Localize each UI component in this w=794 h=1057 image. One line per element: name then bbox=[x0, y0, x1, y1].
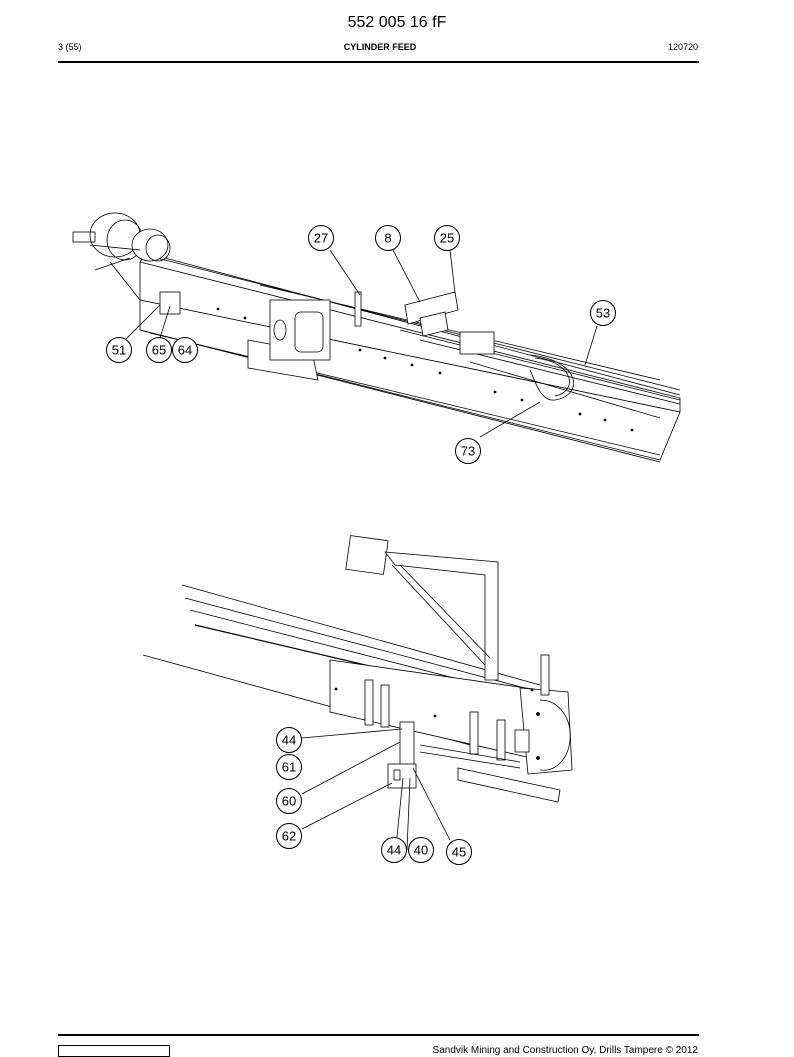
leader-lines-top bbox=[124, 249, 598, 438]
callout-53: 53 bbox=[590, 300, 616, 326]
callout-60: 60 bbox=[276, 788, 302, 814]
callout-25: 25 bbox=[434, 225, 460, 251]
page-number: 3 (55) bbox=[58, 42, 82, 52]
callout-73: 73 bbox=[455, 438, 481, 464]
callout-label: 8 bbox=[384, 231, 391, 246]
footer-rule bbox=[58, 1034, 699, 1036]
callout-label: 73 bbox=[461, 444, 475, 459]
header-rule bbox=[58, 61, 699, 63]
callout-label: 65 bbox=[152, 343, 166, 358]
leader-lines-bottom bbox=[301, 728, 451, 851]
feed-beam-drawing-top bbox=[72, 212, 681, 463]
callout-44-lower: 44 bbox=[381, 837, 407, 863]
callout-label: 64 bbox=[178, 343, 192, 358]
page-title: CYLINDER FEED bbox=[343, 42, 417, 52]
callout-45: 45 bbox=[446, 839, 472, 865]
callout-label: 53 bbox=[596, 306, 610, 321]
callout-40: 40 bbox=[408, 837, 434, 863]
callout-62: 62 bbox=[276, 823, 302, 849]
callout-64: 64 bbox=[172, 337, 198, 363]
callout-61: 61 bbox=[276, 754, 302, 780]
document-number: 552 005 16 fF bbox=[347, 14, 447, 31]
callout-44-upper: 44 bbox=[276, 727, 302, 753]
callout-label: 40 bbox=[414, 843, 428, 858]
callout-label: 51 bbox=[112, 343, 126, 358]
feed-beam-drawing-bottom bbox=[142, 535, 573, 803]
callout-51: 51 bbox=[106, 337, 132, 363]
callout-65: 65 bbox=[146, 337, 172, 363]
callout-8: 8 bbox=[375, 225, 401, 251]
callout-label: 44 bbox=[387, 843, 401, 858]
callout-label: 61 bbox=[282, 760, 296, 775]
footer-copyright: Sandvik Mining and Construction Oy, Dril… bbox=[432, 1045, 698, 1056]
callout-label: 25 bbox=[440, 231, 454, 246]
document-date: 120720 bbox=[667, 42, 698, 52]
callout-label: 62 bbox=[282, 829, 296, 844]
company-logo bbox=[58, 1045, 170, 1057]
callout-27: 27 bbox=[308, 225, 334, 251]
callout-label: 44 bbox=[282, 733, 296, 748]
callout-label: 60 bbox=[282, 794, 296, 809]
callout-label: 27 bbox=[314, 231, 328, 246]
callout-label: 45 bbox=[452, 845, 466, 860]
